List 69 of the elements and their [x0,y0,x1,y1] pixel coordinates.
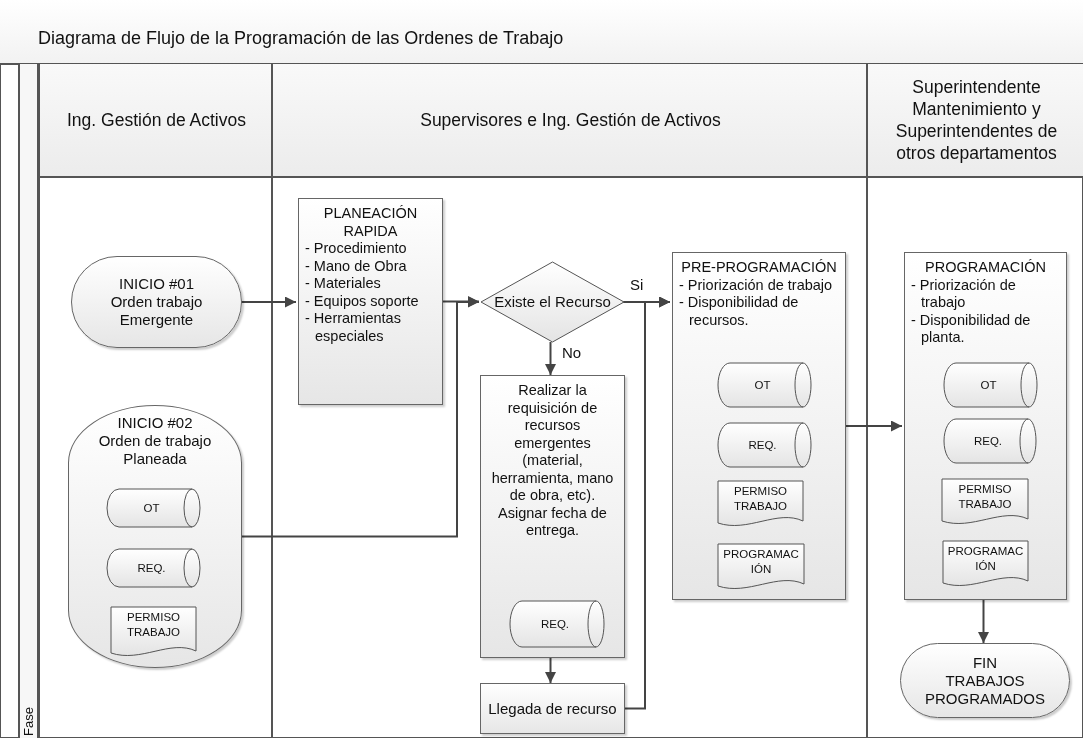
edge-label: Si [628,276,646,293]
stored-data-shape [107,489,200,527]
node-text: - Priorización de trabajo [679,276,834,294]
document-shape [718,481,803,529]
arrow [622,296,671,710]
node-text: INICIO #02 [116,414,194,432]
stored-data-shape [510,601,604,647]
node-text: REQ. [136,560,167,576]
node-text: - Disponibilidad de planta. [911,311,1032,347]
swimlane [271,64,866,738]
terminator-shape [71,256,242,348]
node-text: PRE-PROGRAMACIÓN [680,259,838,277]
document-shape [718,544,804,592]
arrow [239,296,480,538]
node-text: PERMISO TRABAJO [957,482,1013,511]
process-box [480,375,625,658]
node-text: Llegada de recurso [487,699,618,718]
node-text: Orden de trabajo Planeada [97,432,213,468]
stored-data-shape [107,549,200,587]
process-box [904,252,1067,600]
swimlane [866,64,1083,738]
stored-data-shape [944,419,1036,463]
lane-title: Superintendente Mantenimiento y Superintendentes de otros departamentos [894,76,1059,164]
node-text: REQ. [972,433,1004,449]
node-text: PERMISO TRABAJO [732,484,788,513]
node-text: OT [142,500,161,516]
arrow [978,599,989,644]
lane-title: Supervisores e Ing. Gestión de Activos [419,109,722,131]
node-text: Orden trabajo Emergente [109,293,204,329]
document-shape [943,541,1028,589]
node-text: - Equipos soporte [305,292,420,310]
arrow [239,296,297,308]
phase-label: Fase [21,707,36,736]
node-text: FIN [971,653,999,672]
arrow [843,420,903,432]
node-text: Realizar la requisición de recursos emergentes (material, herramienta, mano de obra, etc). Asignar fecha de entrega. [490,382,615,540]
stored-data-shape [718,363,811,407]
node-text: PROGRAMACIÓN [924,259,1047,277]
stored-data-shape [944,363,1037,407]
stored-data-shape [718,423,811,467]
node-text: PROGRAMACIÓN [722,547,800,576]
process-box [672,252,846,600]
arrow [545,657,556,684]
document-shape [942,479,1028,527]
node-text: - Herramientas especiales [305,310,402,345]
node-text: TRABAJOS PROGRAMADOS [924,671,1046,708]
node-text: - Procedimiento [305,240,408,258]
node-text: OT [753,377,772,393]
node-text: INICIO #01 [118,275,195,293]
node-text: PROGRAMACIÓN [947,544,1024,573]
node-text: OT [979,377,998,393]
node-text: PERMISO TRABAJO [125,610,181,639]
document-shape [111,607,196,659]
decision-diamond [481,262,624,342]
node-text: PLANEACIÓN RAPIDA [322,205,419,240]
node-text: REQ. [747,437,778,453]
lane-title: Ing. Gestión de Activos [66,109,247,131]
node-text: - Priorización de trabajo [911,276,1017,312]
node-text: - Mano de Obra [305,257,408,275]
diagram-title: Diagrama de Flujo de la Programación de las Ordenes de Trabajo [38,28,564,49]
terminator-shape [900,643,1070,718]
process-box [298,198,443,405]
node-text: REQ. [539,616,571,632]
process-box [480,683,625,734]
node-text: Existe el Recurso [493,293,612,311]
node-text: - Disponibilidad de recursos. [679,294,800,329]
node-text: - Materiales [305,275,382,293]
arrow [545,341,556,376]
swimlane [38,64,271,738]
